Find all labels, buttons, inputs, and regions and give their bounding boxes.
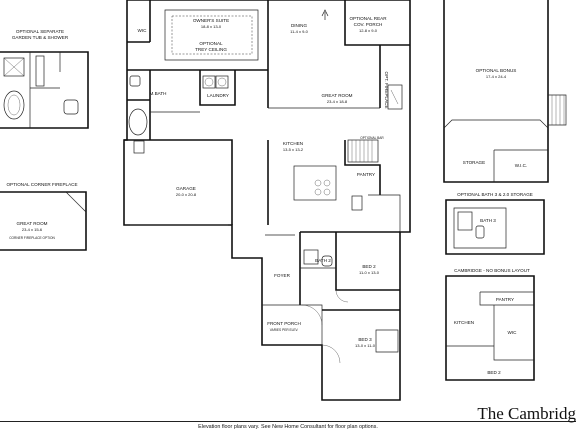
bed2-label: BED 2 [362,264,376,269]
nobonus-title: CAMBRIDGE - NO BONUS LAYOUT [454,268,530,273]
dining-dims: 11-4 x 9-0 [290,29,308,34]
pantry-label: PANTRY [357,172,375,177]
foyer-label: FOYER [274,273,291,278]
bath3-title: OPTIONAL BATH 3 & 2.0 STORAGE [457,192,533,197]
bonus-room-inset: OPTIONAL BONUS 17-4 x 24-4 STORAGE W.I.C… [443,0,567,183]
great-room-label: GREAT ROOM [322,93,353,98]
bath2-label: BATH 2 [315,258,331,263]
front-porch-label: FRONT PORCH [267,321,301,326]
corner-fireplace-inset: OPTIONAL CORNER FIREPLACE GREAT ROOM 23-… [0,182,87,251]
nobonus-bed-label: BED 2 [487,370,501,375]
nobonus-pantry-label: PANTRY [496,297,514,302]
fireplace-inset-note: CORNER FIREPLACE OPTION [9,236,55,240]
owners-suite-dims: 18-8 x 13-0 [201,24,222,29]
kitchen-dims: 13-5 x 13-2 [283,147,304,152]
room-labels: WIC OWNER'S SUITE 18-8 x 13-0 OPTIONAL T… [138,16,389,348]
m-bath-label: M.BATH [149,91,166,96]
rear-porch-dims: 12-8 x 9-0 [359,28,378,33]
bed3-label: BED 3 [358,337,372,342]
plan-brand-title: The Cambridg [477,404,576,423]
wic-label: WIC [138,28,148,33]
fireplace-inset-room: GREAT ROOM [17,221,48,226]
garden-inset-title-1: OPTIONAL SEPARATE [16,29,64,34]
fireplace-inset-dims: 23-4 x 15-6 [22,227,43,232]
laundry-label: LAUNDRY [207,93,229,98]
bonus-title: OPTIONAL BONUS [476,68,517,73]
nobonus-kitchen-label: KITCHEN [454,320,474,325]
bath3-inset: OPTIONAL BATH 3 & 2.0 STORAGE BATH 3 [445,192,545,255]
optional-bar-label: OPTIONAL BAR [360,136,384,140]
owners-suite-option-2: TREY CEILING [195,47,227,52]
rear-porch-label-2: COV. PORCH [354,22,383,27]
bath3-label: BATH 3 [480,218,496,223]
dining-label: DINING [291,23,308,28]
bed3-dims: 13-0 x 11-0 [355,343,376,348]
nobonus-wic-label: WIC [508,330,518,335]
bonus-storage-label: STORAGE [463,160,485,165]
no-bonus-inset: CAMBRIDGE - NO BONUS LAYOUT PANTRY KITCH… [445,268,535,381]
garden-inset-title-2: GARDEN TUB & SHOWER [12,35,69,40]
rear-porch-label-1: OPTIONAL REAR [349,16,387,21]
fireplace-inset-title: OPTIONAL CORNER FIREPLACE [6,182,77,187]
owners-suite-option-1: OPTIONAL [199,41,223,46]
garage-label: GARAGE [176,186,196,191]
main-floor-plan [123,0,411,401]
bonus-wic-label: W.I.C. [515,163,528,168]
front-porch-note: VARIES PER ELEV. [270,328,299,332]
opt-fireplace-label: OPT. FIREPLACE [384,71,389,108]
garage-dims: 20-0 x 20-8 [176,192,197,197]
garden-tub-inset: OPTIONAL SEPARATE GARDEN TUB & SHOWER [0,29,89,129]
kitchen-label: KITCHEN [283,141,303,146]
great-room-dims: 23-4 x 18-8 [327,99,348,104]
owners-suite-label: OWNER'S SUITE [193,18,229,23]
footer-disclaimer: Elevation floor plans vary. See New Home… [198,424,378,430]
bed2-dims: 11-0 x 13-0 [359,270,380,275]
bonus-dims: 17-4 x 24-4 [486,74,507,79]
footer-divider [0,421,576,422]
